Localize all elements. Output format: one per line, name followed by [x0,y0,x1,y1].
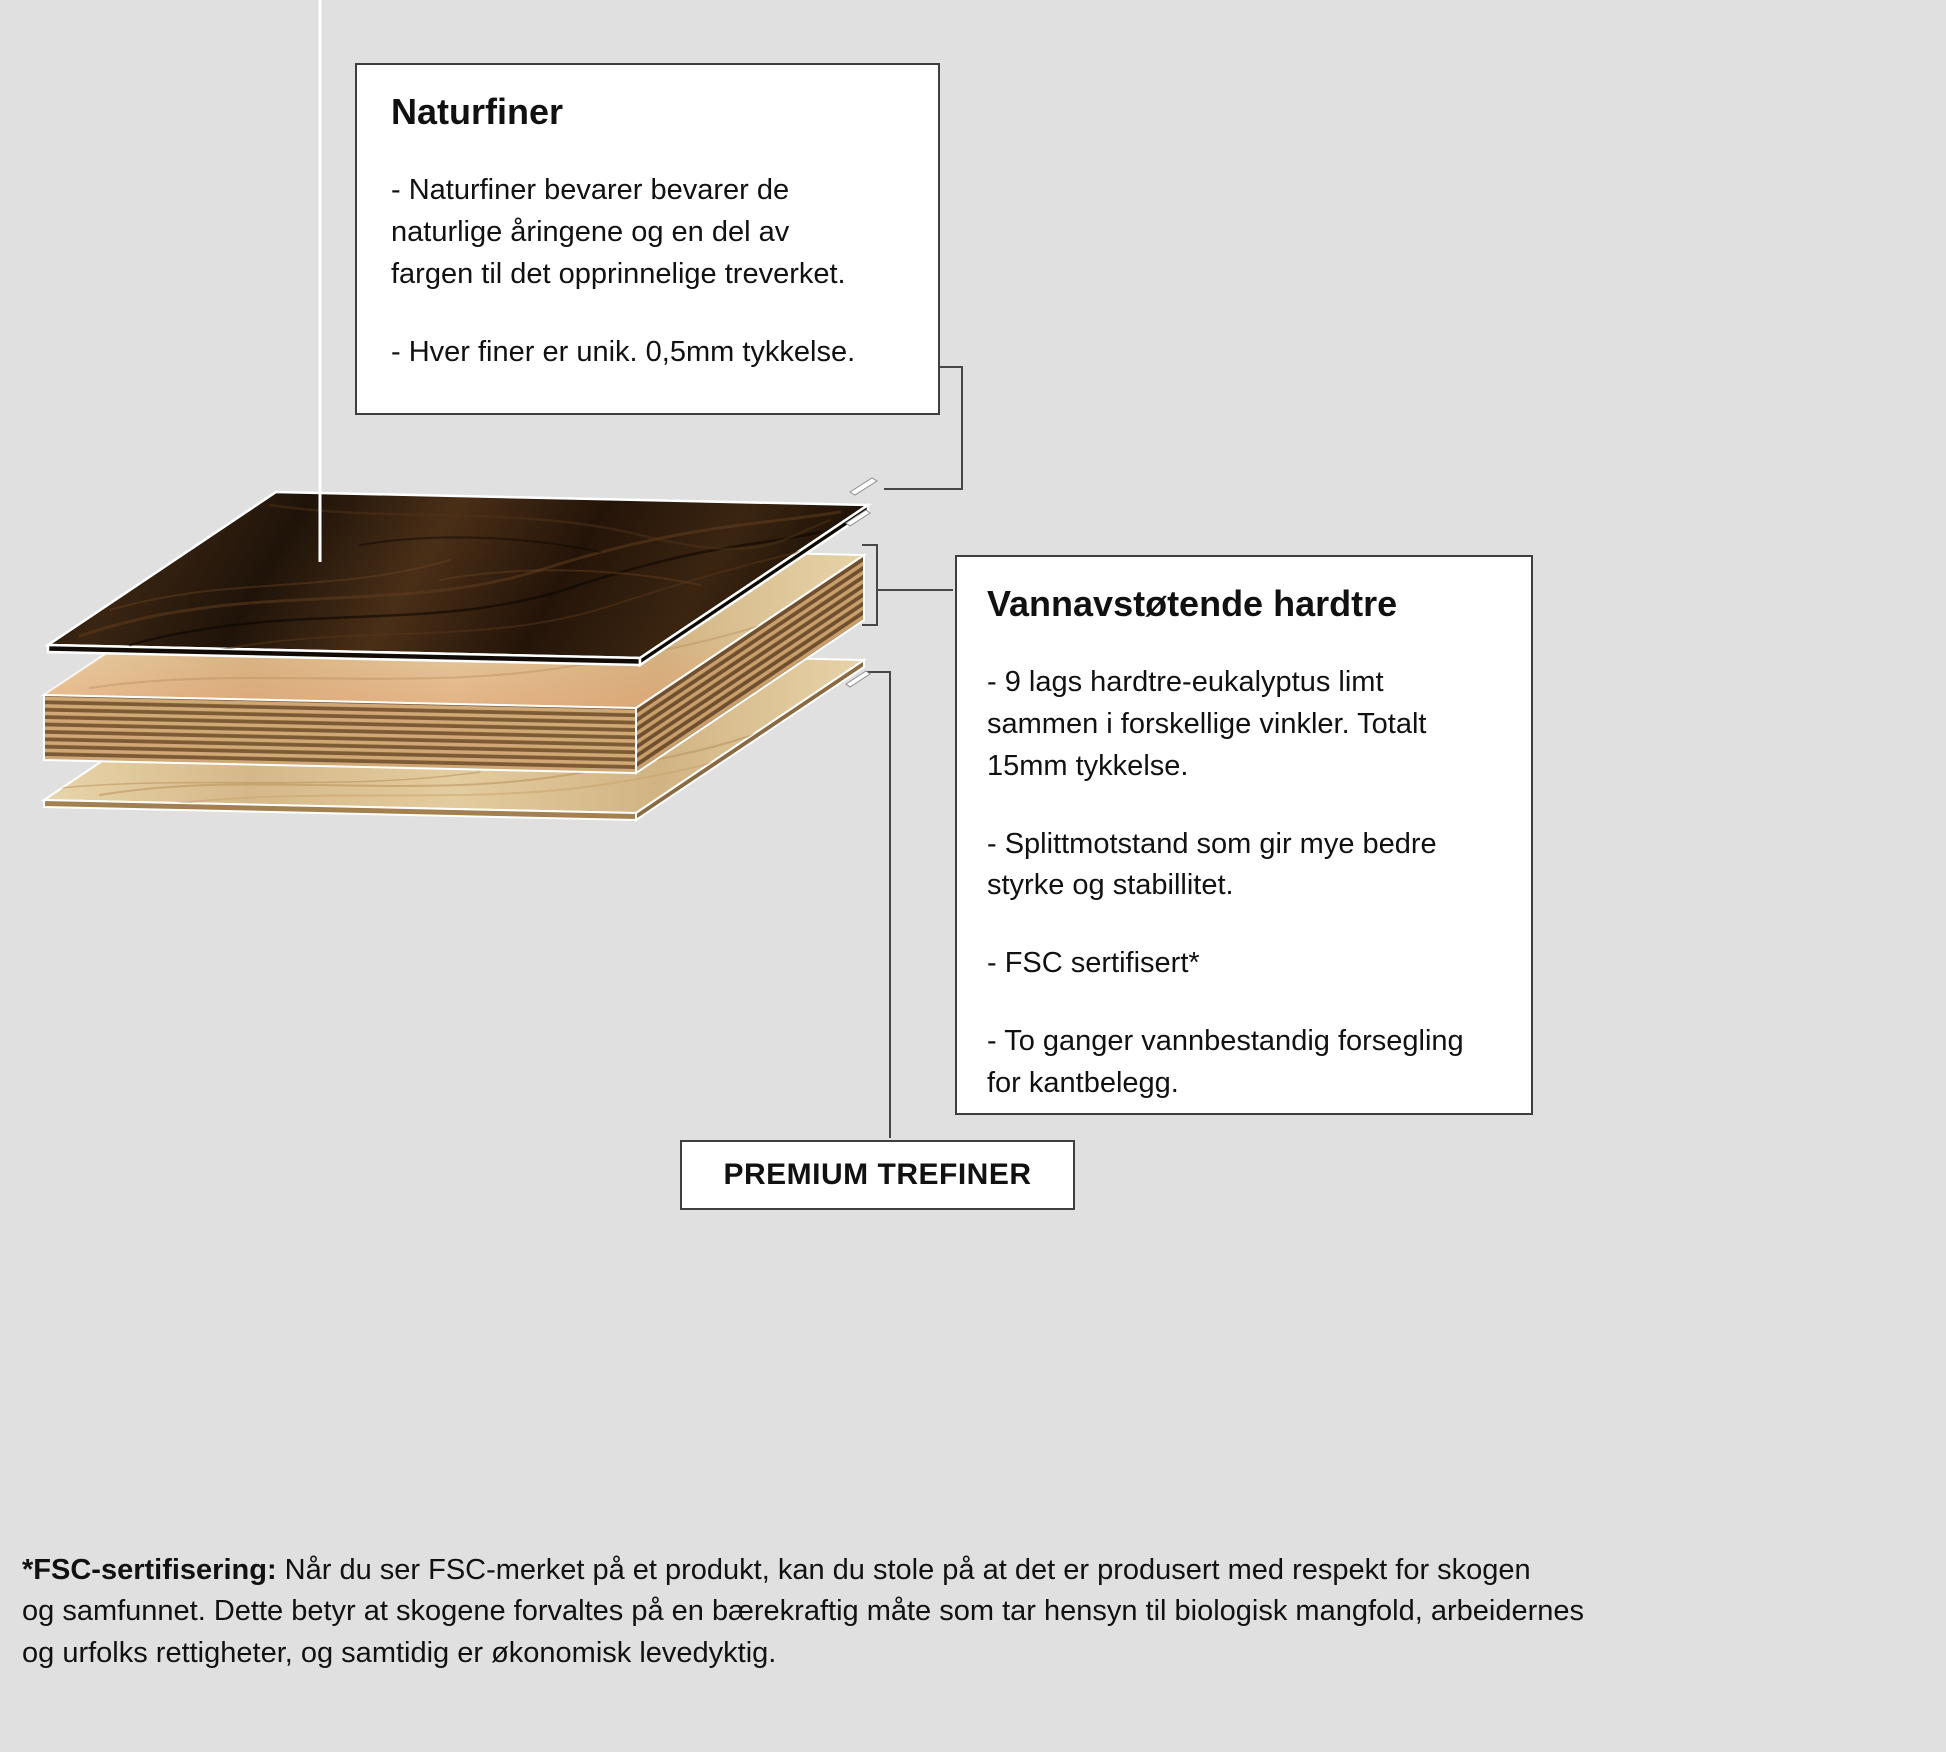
naturfiner-veneer-layer [44,490,872,668]
fsc-footnote: *FSC-sertifisering: Når du ser FSC-merke… [22,1550,1922,1674]
premium-connector [866,671,891,1138]
naturfiner-paragraph-1: - Naturfiner bevarer bevarer de naturlig… [391,174,846,290]
naturfiner-connector [884,366,963,490]
connector-lines [862,366,963,1138]
naturfiner-callout: Naturfiner - Naturfiner bevarer bevarer … [355,63,940,415]
hardtre-callout: Vannavstøtende hardtre - 9 lags hardtre-… [955,555,1533,1115]
layer-edge-chips [845,477,878,688]
hardtre-paragraph-2: - Splittmotstand som gir mye bedre styrk… [987,827,1437,902]
naturfiner-title: Naturfiner [391,91,564,132]
hardtre-paragraph-4: - To ganger vannbestandig forsegling for… [987,1024,1464,1099]
hardtre-paragraph-1: - 9 lags hardtre-eukalyptus limt sammen … [987,666,1427,782]
fsc-footnote-lead: *FSC-sertifisering: [22,1554,277,1586]
premium-label: PREMIUM TREFINER [723,1158,1032,1191]
naturfiner-paragraph-2: - Hver finer er unik. 0,5mm tykkelse. [391,335,856,368]
premium-label-box: PREMIUM TREFINER [680,1140,1075,1210]
hardtre-title: Vannavstøtende hardtre [987,583,1398,624]
fsc-footnote-text: Når du ser FSC-merket på et produkt, kan… [22,1554,1585,1669]
hardtre-paragraph-3: - FSC sertifisert* [987,947,1200,980]
dark-veneer-grain [78,503,846,653]
core-bracket [862,544,878,626]
